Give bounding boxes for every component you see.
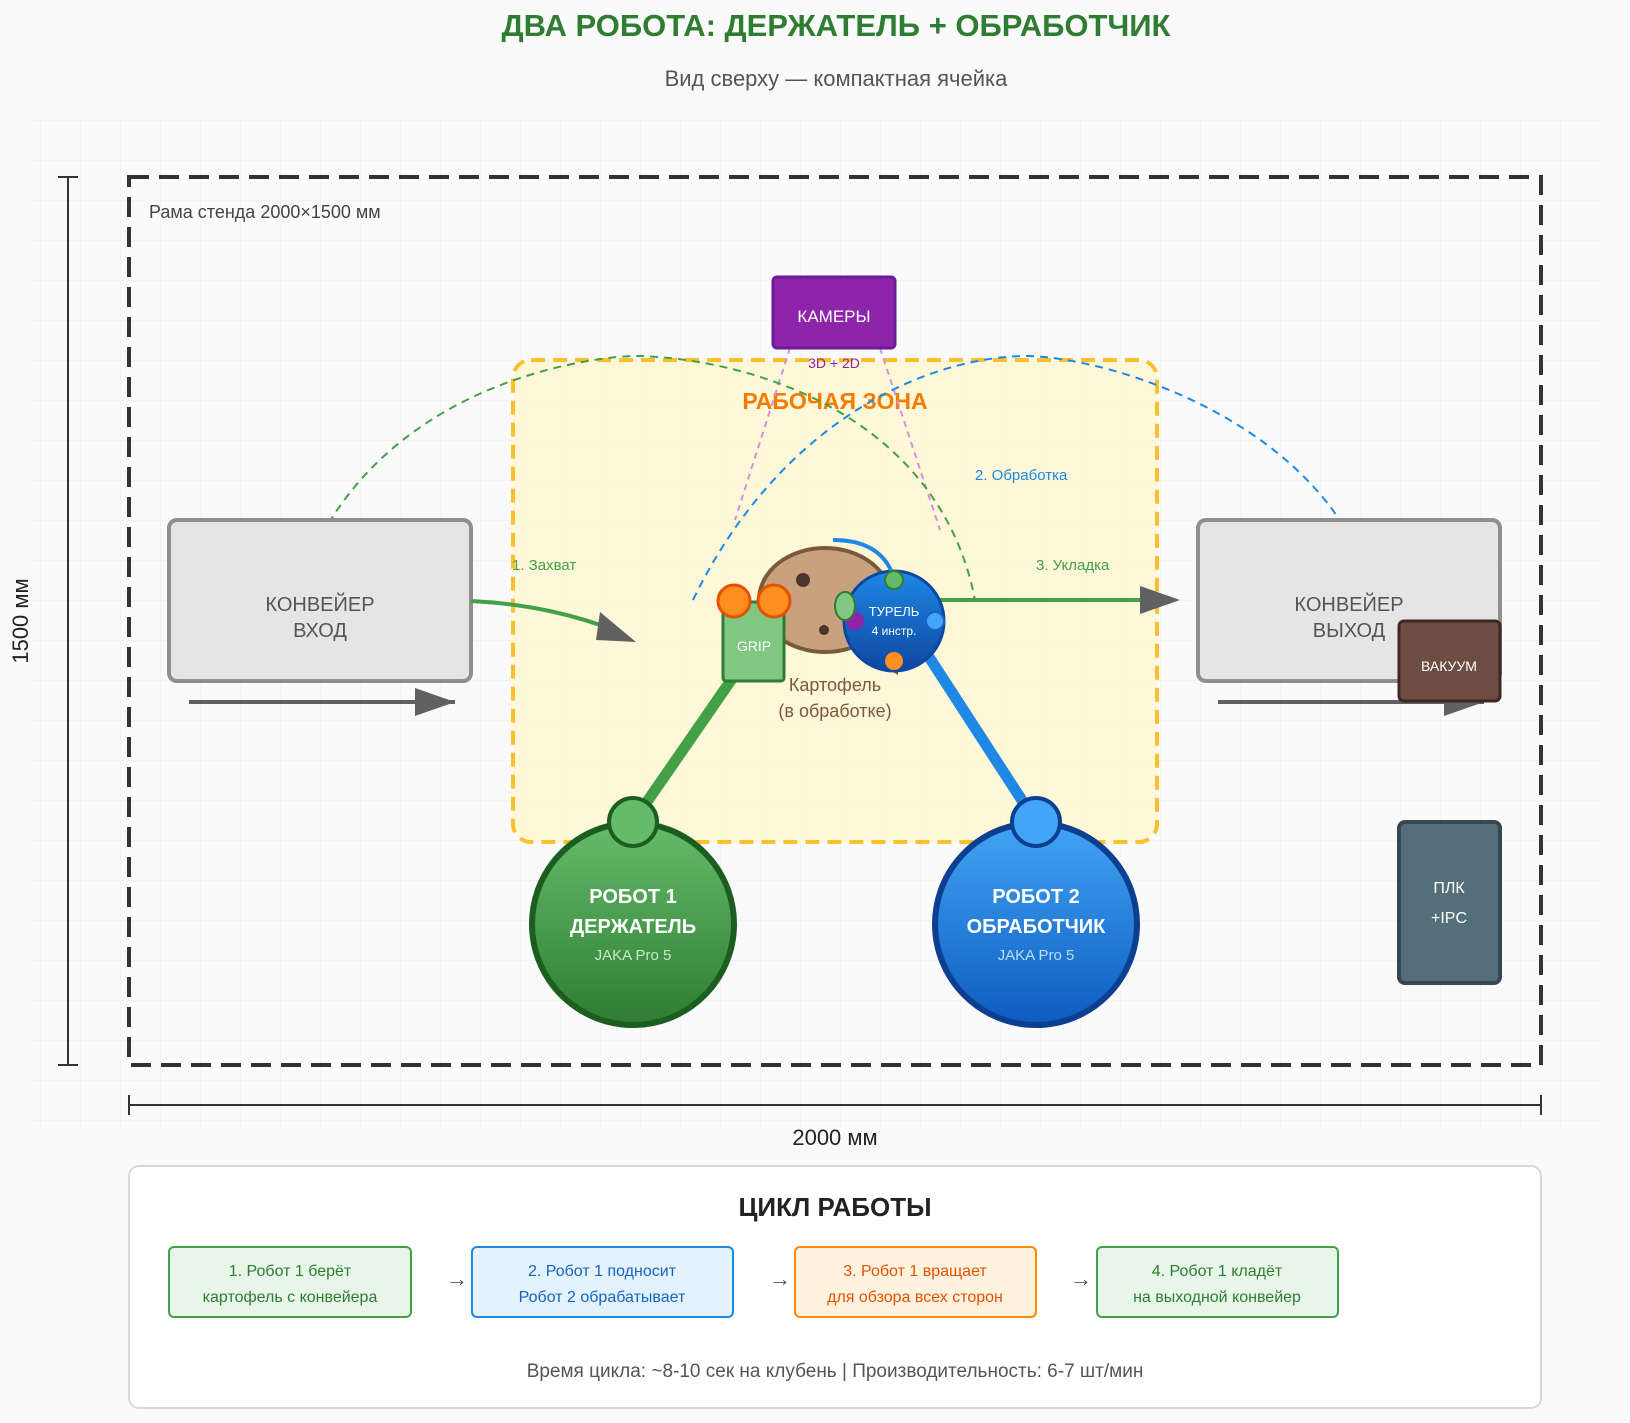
turret-label-2: 4 инстр. <box>872 624 917 638</box>
cycle-arrow-2: → <box>769 1266 791 1291</box>
cycle-arrow-1: → <box>446 1266 468 1291</box>
plc-label-1: ПЛК <box>1433 880 1465 897</box>
robot2-joint <box>1010 796 1062 848</box>
gripper <box>721 600 786 683</box>
conveyor-out-label-1: КОНВЕЙЕР <box>1294 592 1403 616</box>
gripper-label: GRIP <box>737 638 771 654</box>
robot1-label-2: ДЕРЖАТЕЛЬ <box>570 916 696 938</box>
cycle-step-2-line-1: 2. Робот 1 подносит <box>528 1263 677 1280</box>
potato-spot <box>819 625 829 635</box>
step-grab-label: 1. Захват <box>512 557 576 574</box>
turret-tool-orange <box>885 652 903 670</box>
robot1-model: JAKA Pro 5 <box>595 947 672 964</box>
robot1-label-1: РОБОТ 1 <box>589 886 676 908</box>
cycle-step-1-line-1: 1. Робот 1 берёт <box>229 1263 352 1280</box>
turret-tool-green <box>884 570 904 590</box>
robot2-arm <box>912 634 1042 828</box>
cycle-step-2 <box>471 1246 734 1318</box>
gripper-finger-right <box>756 583 792 619</box>
camera-view-line-right <box>879 347 941 531</box>
height-label: 1500 мм <box>8 578 33 663</box>
width-dimension: 2000 мм <box>128 1095 1542 1150</box>
plc-label-2: +IPC <box>1431 910 1467 927</box>
gripper-finger-left <box>716 583 752 619</box>
page-subtitle: Вид сверху — компактная ячейка <box>665 66 1009 91</box>
vacuum-label: ВАКУУМ <box>1421 658 1477 674</box>
robot2-trajectory <box>692 354 1381 631</box>
frame-label: Рама стенда 2000×1500 мм <box>149 202 381 222</box>
cycle-step-1 <box>168 1246 412 1318</box>
page-title: ДВА РОБОТА: ДЕРЖАТЕЛЬ + ОБРАБОТЧИК <box>502 8 1171 43</box>
step-process-label: 2. Обработка <box>975 467 1068 484</box>
stand-frame <box>127 175 1543 1067</box>
potato-spot <box>796 573 810 587</box>
potato-label-2: (в обработке) <box>778 701 891 721</box>
cameras-sub-label: 3D + 2D <box>808 355 860 371</box>
robot1-joint <box>607 796 659 848</box>
cycle-step-3-line-1: 3. Робот 1 вращает <box>843 1263 987 1280</box>
cameras-label: КАМЕРЫ <box>797 307 870 326</box>
width-label: 2000 мм <box>792 1125 877 1150</box>
conveyor-in <box>167 518 473 683</box>
conveyor-in-direction-arrow <box>415 688 455 716</box>
place-flow-arrow <box>1140 586 1180 614</box>
turret-rotation-indicator <box>832 538 895 576</box>
cycle-step-1-line-2: картофель с конвейера <box>203 1289 378 1306</box>
turret-label-1: ТУРЕЛЬ <box>869 604 920 619</box>
cycle-step-3 <box>794 1246 1037 1318</box>
robot1-trajectory <box>294 354 976 601</box>
cameras-box <box>771 275 897 350</box>
step-place-label: 3. Укладка <box>1036 557 1110 574</box>
conveyor-in-label-2: ВХОД <box>293 620 347 642</box>
cycle-title: ЦИКЛ РАБОТЫ <box>738 1192 931 1222</box>
conveyor-in-label-1: КОНВЕЙЕР <box>265 592 374 616</box>
cycle-step-4 <box>1096 1246 1339 1318</box>
camera-view-line-left <box>734 347 791 521</box>
potato-label-1: Картофель <box>789 675 881 695</box>
robot2-model: JAKA Pro 5 <box>998 947 1075 964</box>
cycle-arrow-3: → <box>1070 1266 1092 1291</box>
cycle-step-3-line-2: для обзора всех сторон <box>827 1289 1003 1306</box>
cycle-footer: Время цикла: ~8-10 сек на клубень | Прои… <box>527 1361 1144 1382</box>
grab-flow-arrow <box>596 612 636 642</box>
cycle-step-4-line-2: на выходной конвейер <box>1133 1289 1301 1306</box>
vacuum-box <box>1397 619 1502 703</box>
turret-tool-blue <box>925 611 945 631</box>
cycle-step-4-line-1: 4. Робот 1 кладёт <box>1152 1263 1283 1280</box>
robot2-label-1: РОБОТ 2 <box>992 886 1079 908</box>
robot2-label-2: ОБРАБОТЧИК <box>967 916 1107 938</box>
height-dimension: 1500 мм <box>8 176 78 1066</box>
work-zone-label: РАБОЧАЯ ЗОНА <box>742 388 927 414</box>
robot1-arm <box>627 654 751 828</box>
conveyor-out-label-2: ВЫХОД <box>1313 620 1386 642</box>
cycle-step-2-line-2: Робот 2 обрабатывает <box>519 1289 686 1306</box>
plc-cabinet <box>1397 820 1502 985</box>
tool-tip <box>834 591 856 621</box>
